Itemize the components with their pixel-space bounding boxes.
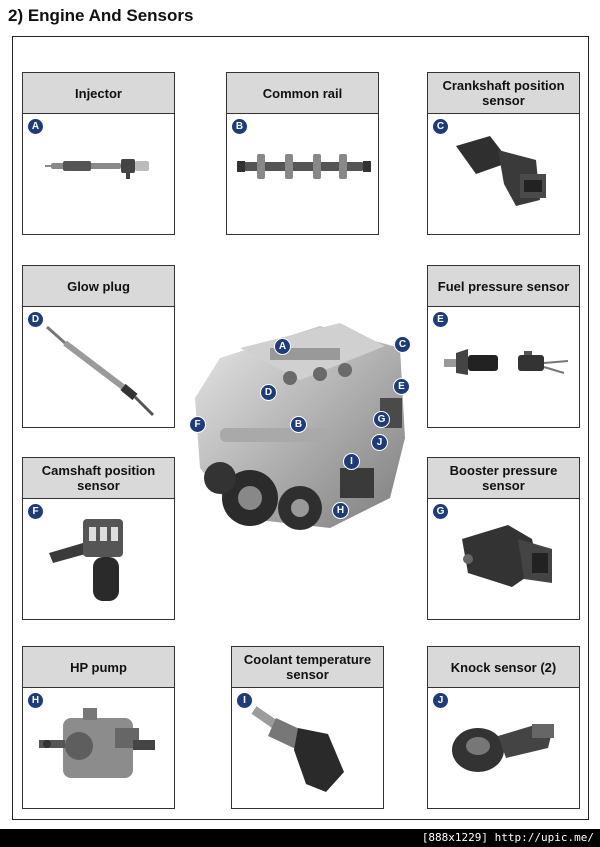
card-injector: Injector A <box>22 72 175 235</box>
badge: H <box>28 693 43 708</box>
card-common-rail: Common rail B <box>226 72 379 235</box>
engine-callout: I <box>343 453 360 470</box>
injector-image <box>45 159 149 179</box>
common-rail-image <box>237 154 371 179</box>
glow-plug-image <box>46 325 155 417</box>
badge: D <box>28 312 43 327</box>
engine-callout: C <box>394 336 411 353</box>
hp-pump-image <box>39 708 155 778</box>
booster-pressure-sensor-image <box>462 525 552 587</box>
badge: C <box>433 119 448 134</box>
engine-callout: A <box>274 338 291 355</box>
card-hp-pump: HP pump H <box>22 646 175 809</box>
outer-frame <box>12 36 589 820</box>
knock-sensor-image <box>452 724 554 772</box>
card-title: Fuel pressure sensor <box>428 266 579 307</box>
badge: F <box>28 504 43 519</box>
card-knock: Knock sensor (2) J <box>427 646 580 809</box>
card-title: HP pump <box>23 647 174 688</box>
card-title: Glow plug <box>23 266 174 307</box>
camshaft-sensor-image <box>49 519 123 601</box>
footer-bar: [888x1229] http://upic.me/ <box>0 829 600 847</box>
card-title: Camshaft position sensor <box>23 458 174 499</box>
badge: I <box>237 693 252 708</box>
card-title: Injector <box>23 73 174 114</box>
badge: J <box>433 693 448 708</box>
engine-callout: F <box>189 416 206 433</box>
engine-callout: G <box>373 411 390 428</box>
card-title: Crankshaft position sensor <box>428 73 579 114</box>
card-title: Booster pressure sensor <box>428 458 579 499</box>
card-coolant: Coolant temperature sensor I <box>231 646 384 809</box>
crankshaft-sensor-image <box>456 136 546 206</box>
card-title: Common rail <box>227 73 378 114</box>
card-fuel-pressure: Fuel pressure sensor E <box>427 265 580 428</box>
engine-callout: D <box>260 384 277 401</box>
page-title: 2) Engine And Sensors <box>8 6 194 25</box>
badge: E <box>433 312 448 327</box>
engine-diagram: A B C D E F G H I J <box>180 318 420 558</box>
card-glow-plug: Glow plug D <box>22 265 175 428</box>
engine-callout: J <box>371 434 388 451</box>
coolant-temperature-sensor-image <box>251 706 344 792</box>
card-title: Knock sensor (2) <box>428 647 579 688</box>
card-camshaft: Camshaft position sensor F <box>22 457 175 620</box>
card-title: Coolant temperature sensor <box>232 647 383 688</box>
card-crankshaft: Crankshaft position sensor C <box>427 72 580 235</box>
engine-callout: B <box>290 416 307 433</box>
fuel-pressure-sensor-image <box>444 349 569 375</box>
badge: A <box>28 119 43 134</box>
badge: B <box>232 119 247 134</box>
card-booster: Booster pressure sensor G <box>427 457 580 620</box>
engine-callout: H <box>332 502 349 519</box>
engine-callout: E <box>393 378 410 395</box>
footer-text: [888x1229] http://upic.me/ <box>421 831 594 844</box>
badge: G <box>433 504 448 519</box>
